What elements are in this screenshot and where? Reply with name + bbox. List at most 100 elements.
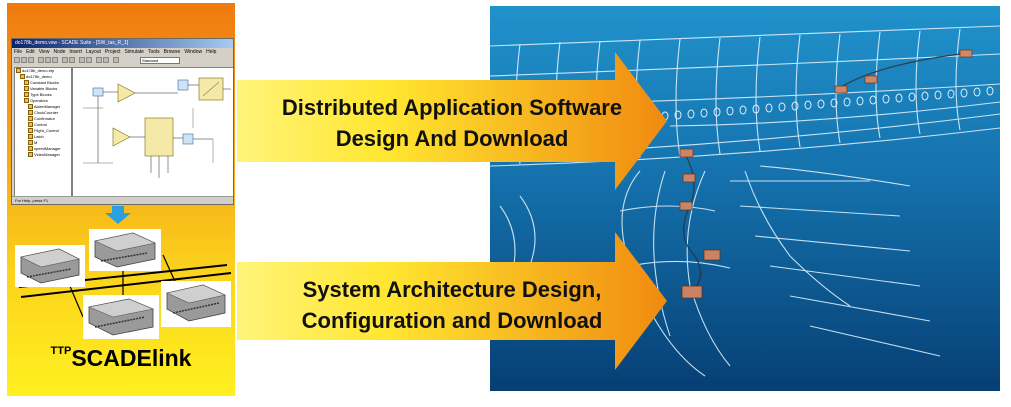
tree-item: Operators — [15, 98, 71, 104]
gain-block — [117, 83, 136, 103]
tree-item-label: M — [34, 140, 38, 145]
copy-icon — [45, 57, 51, 63]
menu-item: View — [38, 49, 50, 55]
tree-item: M — [15, 140, 71, 146]
scade-suite-screenshot: do178b_demo.vsw - SCADE Suite - [SW_tas_… — [11, 38, 234, 205]
ttp-network-illustration — [15, 229, 232, 339]
tree-item-label: Variable Blocks — [30, 86, 58, 91]
sum-block — [177, 79, 189, 91]
controller-unit-3 — [83, 295, 159, 339]
tree-item-label: VideoManager — [34, 152, 60, 157]
folder-icon — [28, 110, 33, 116]
diagram-canvas — [72, 67, 233, 197]
tree-item-label: speedManager — [34, 146, 61, 151]
tree-item: Variable Blocks — [15, 86, 71, 92]
menu-item: Help — [206, 49, 217, 55]
menu-item: Browse — [163, 49, 181, 55]
arrow-top-line-1: Distributed Application Software — [281, 95, 623, 120]
folder-icon — [28, 128, 33, 134]
menu-item: Edit — [26, 49, 35, 55]
tree-item-label: do178b_demo — [26, 74, 52, 79]
menu-item: Window — [184, 49, 203, 55]
arrow-bottom-line-1: System Architecture Design, — [302, 277, 602, 302]
tree-item: AlarmManager — [15, 104, 71, 110]
folder-icon — [16, 68, 21, 74]
menu-item: Node — [53, 49, 66, 55]
block-diagram — [83, 77, 231, 178]
product-name: TTPSCADElink — [7, 345, 235, 372]
arrow-shape — [237, 52, 667, 190]
product-title: SCADElink — [71, 345, 192, 371]
tree-item: Type Blocks — [15, 92, 71, 98]
grid-icon — [103, 57, 109, 63]
tree-item-label: Flight_Control — [34, 128, 59, 133]
menu-item: Layout — [85, 49, 101, 55]
operator-block — [144, 117, 174, 157]
redo-icon — [69, 57, 75, 63]
menu-item: Insert — [69, 49, 82, 55]
arrow-system-architecture: System Architecture Design, Configuratio… — [237, 232, 667, 370]
folder-icon — [28, 104, 33, 110]
menu-item: File — [14, 49, 23, 55]
undo-icon — [62, 57, 68, 63]
folder-icon — [24, 92, 29, 98]
folder-icon — [24, 80, 29, 86]
arrow-application-software: Distributed Application Software Design … — [237, 52, 667, 190]
tree-item-label: Confirmator — [34, 116, 55, 121]
tree-item-label: Latch — [34, 134, 44, 139]
tree-item: Control — [15, 122, 71, 128]
tree-item-label: do178b_demo.etp — [22, 68, 55, 73]
new-icon — [14, 57, 20, 63]
input-block — [92, 87, 104, 97]
paste-icon — [52, 57, 58, 63]
tree-item: Latch — [15, 134, 71, 140]
tree-item-label: Control — [34, 122, 47, 127]
tree-item: do178b_demo — [15, 74, 71, 80]
folder-icon — [28, 140, 33, 146]
zoom-icon — [96, 57, 102, 63]
save-icon — [28, 57, 34, 63]
controller-unit-4 — [161, 281, 231, 327]
tree-item-label: ClockCounter — [34, 110, 59, 115]
tree-item: do178b_demo.etp — [15, 68, 71, 74]
controller-unit-1 — [15, 245, 85, 287]
output-block — [182, 133, 194, 145]
build-icon — [79, 57, 85, 63]
folder-icon — [28, 134, 33, 140]
menu-item: Tools — [147, 49, 160, 55]
toolbar: Standard — [12, 56, 233, 65]
arrow-bottom-line-2: Configuration and Download — [301, 308, 603, 333]
gain-block-2 — [112, 127, 131, 147]
menu-item: Simulate — [124, 49, 144, 55]
product-superscript: TTP — [50, 345, 72, 357]
tree-item: VideoManager — [15, 152, 71, 158]
tree-item: Constant Blocks — [15, 80, 71, 86]
help-icon — [113, 57, 119, 63]
tree-item-label: Constant Blocks — [30, 80, 59, 85]
tree-item: Flight_Control — [15, 128, 71, 134]
tree-item: Confirmator — [15, 116, 71, 122]
tree-item: ClockCounter — [15, 110, 71, 116]
tree-item: speedManager — [15, 146, 71, 152]
menu-item: Project — [104, 49, 121, 55]
folder-icon — [28, 116, 33, 122]
folder-icon — [24, 86, 29, 92]
tree-item-label: Type Blocks — [30, 92, 52, 97]
folder-icon — [28, 146, 33, 152]
status-bar: For Help, press F1 — [12, 196, 233, 204]
folder-icon — [28, 122, 33, 128]
folder-icon — [20, 74, 25, 80]
arrow-top-line-2: Design And Download — [335, 126, 569, 151]
arrow-bottom-label: System Architecture Design, Configuratio… — [237, 274, 667, 336]
simulate-icon — [86, 57, 92, 63]
tree-item-label: Operators — [30, 98, 48, 103]
arrow-top-label: Distributed Application Software Design … — [237, 92, 667, 154]
folder-icon — [24, 98, 29, 104]
cut-icon — [38, 57, 44, 63]
arrow-shape — [237, 232, 667, 370]
down-arrow-icon — [105, 206, 131, 224]
tree-item-label: AlarmManager — [34, 104, 61, 109]
folder-icon — [28, 152, 33, 158]
